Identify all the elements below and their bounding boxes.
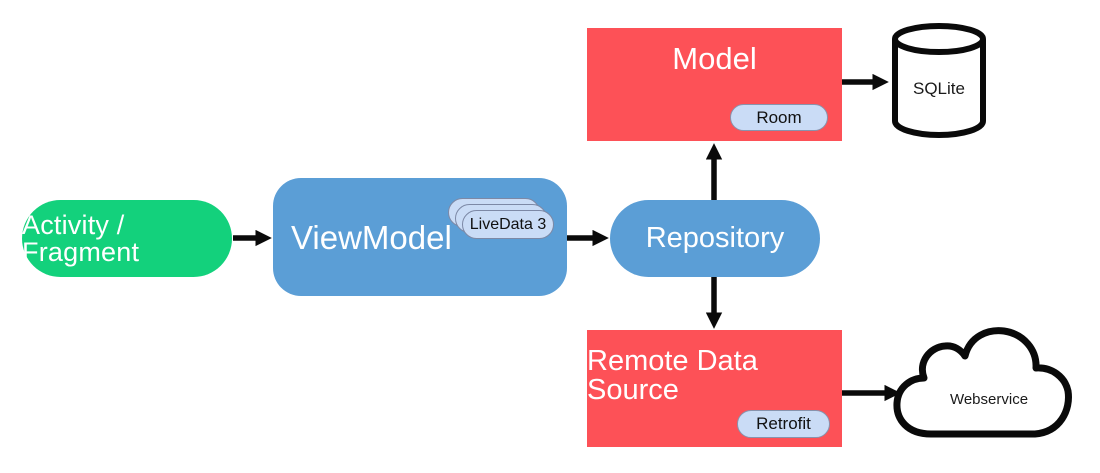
- node-activity-fragment: Activity / Fragment: [22, 200, 232, 277]
- model-label: Model: [672, 41, 757, 76]
- room-badge: Room: [730, 104, 828, 131]
- remote-data-source-label: Remote Data Source: [587, 345, 758, 406]
- livedata-badge: LiveData 3: [462, 210, 554, 239]
- livedata-badge-label: LiveData 3: [469, 215, 547, 233]
- node-repository: Repository: [610, 200, 820, 277]
- sqlite-label: SQLite: [913, 79, 965, 98]
- retrofit-badge-label: Retrofit: [756, 414, 811, 433]
- sqlite-database-icon: SQLite: [892, 23, 986, 138]
- repository-label: Repository: [645, 222, 785, 254]
- viewmodel-label: ViewModel: [291, 218, 452, 256]
- webservice-label: Webservice: [950, 391, 1028, 408]
- room-badge-label: Room: [756, 107, 802, 127]
- activity-fragment-label: Activity / Fragment: [22, 209, 140, 267]
- retrofit-badge: Retrofit: [737, 410, 830, 438]
- webservice-cloud-icon: Webservice: [893, 327, 1072, 438]
